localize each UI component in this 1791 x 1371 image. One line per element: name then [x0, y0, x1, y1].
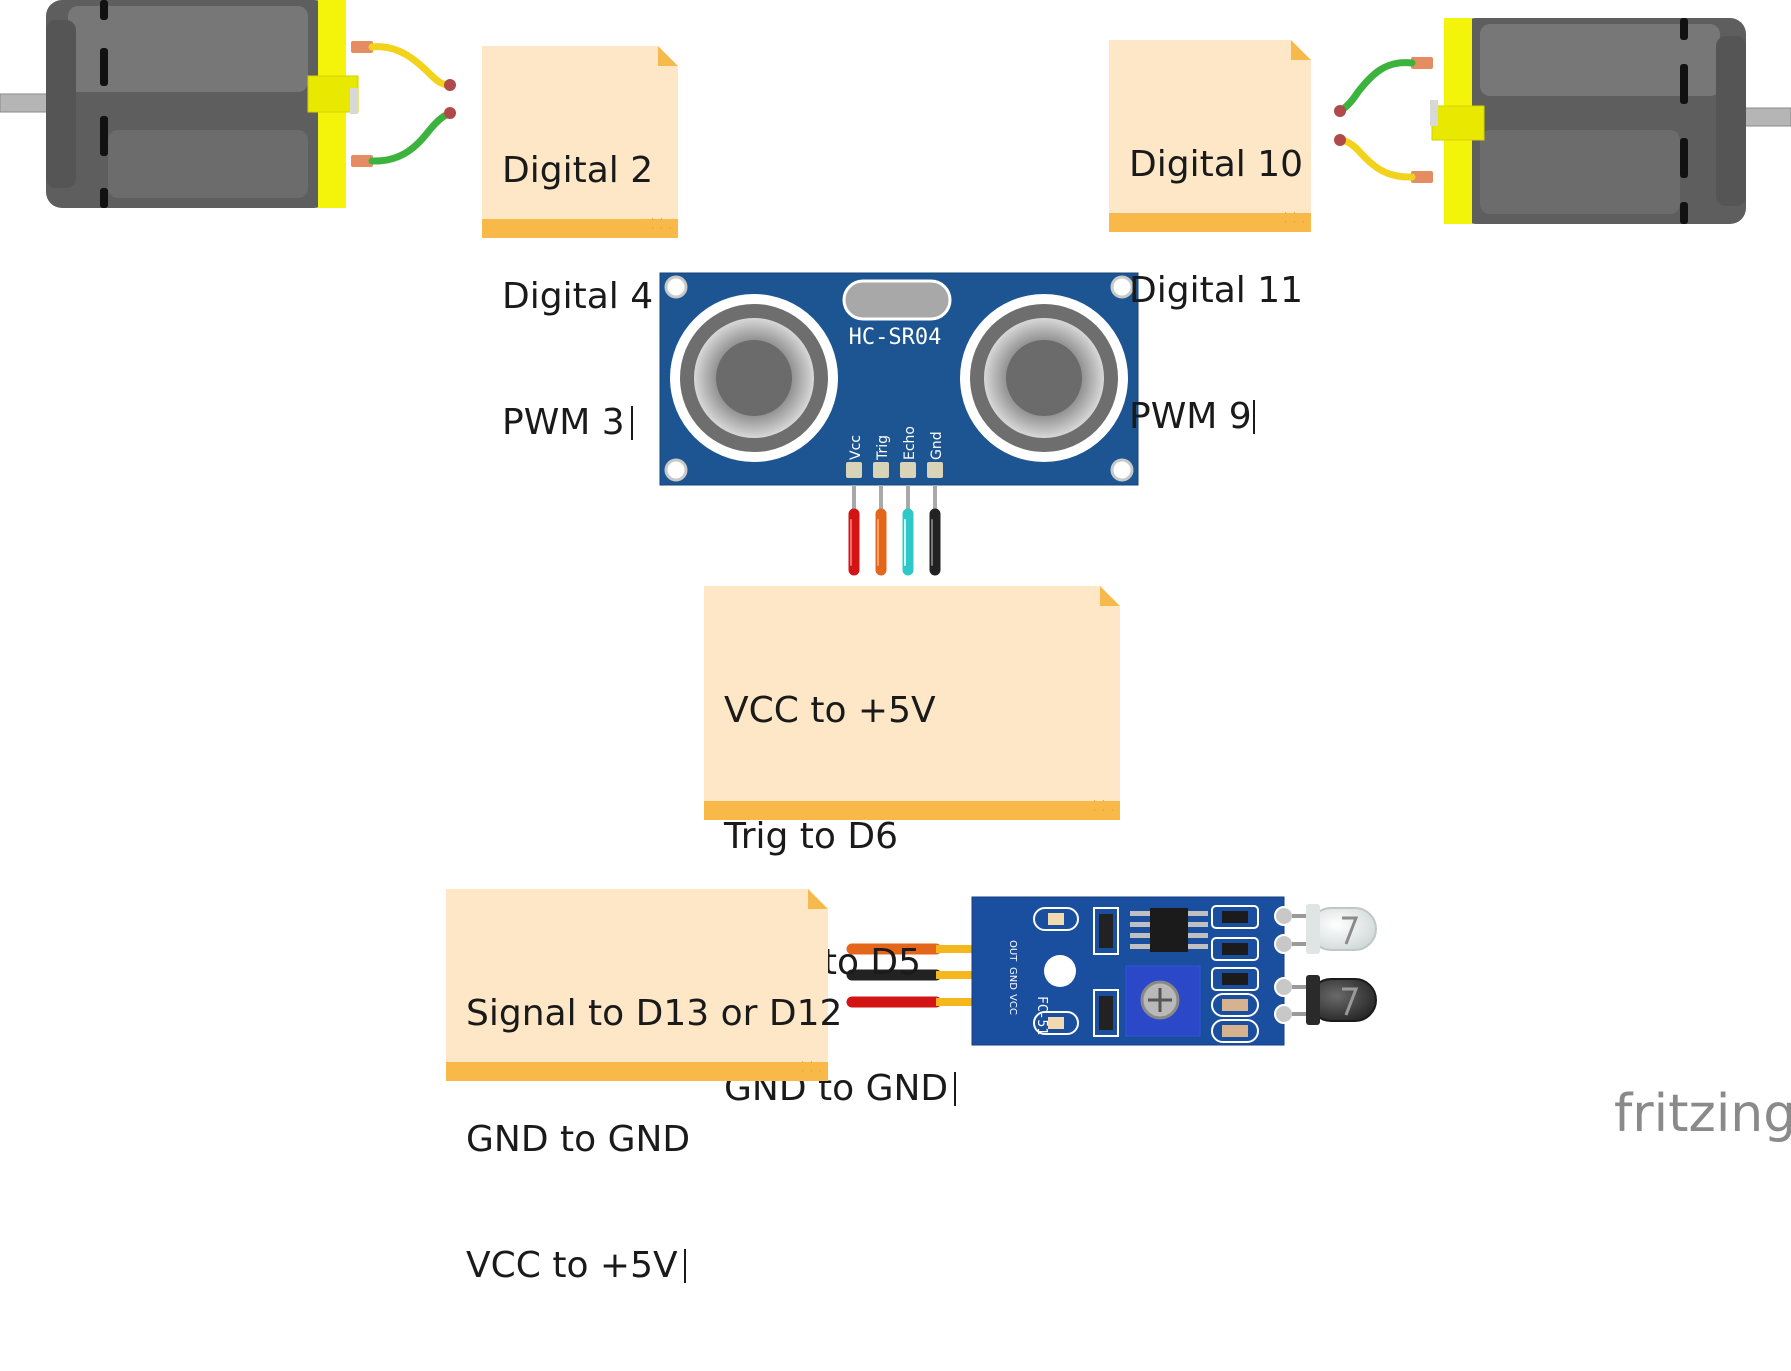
pin-label-echo: Echo [902, 426, 918, 460]
ultrasonic-model-label: HC-SR04 [849, 325, 942, 350]
wire-end-green [1334, 105, 1346, 117]
note-line: Trig to D6 [724, 816, 899, 857]
note-resize-grip[interactable]: · ·· · · [1282, 209, 1306, 228]
ir-pin-labels: OUT GND VCC [1007, 940, 1018, 1015]
note-line: Signal to D13 or D12 [466, 993, 843, 1034]
text-cursor [683, 1249, 686, 1283]
note-line: Digital 10 [1129, 144, 1304, 185]
text-cursor [630, 406, 633, 440]
note-resize-grip[interactable]: · ·· · · [1091, 797, 1115, 816]
motor-body-highlight [68, 6, 308, 92]
note-left-motor-pins: Digital 2 Digital 4 PWM 3 · ·· · · [482, 46, 678, 443]
motor-shaft [0, 93, 53, 113]
pin-label-gnd: Gnd [929, 431, 945, 460]
motor-cap-bearing [307, 75, 359, 113]
note-line-last: PWM 9 [1129, 396, 1303, 438]
note-fold-corner [1100, 586, 1120, 606]
note-line-last: VCC to +5V [466, 1245, 842, 1287]
note-resize-grip[interactable]: · ·· · · [799, 1058, 823, 1077]
motor-vent-marks [100, 0, 108, 208]
note-line: Digital 11 [1129, 270, 1304, 311]
green-wire [1334, 59, 1416, 115]
transducer-right [960, 294, 1128, 462]
ir-smd-components-right [1211, 905, 1259, 1043]
note-right-motor-pins: Digital 10 Digital 11 PWM 9 · ·· · · [1109, 40, 1311, 437]
note-line-text: PWM 9 [1129, 396, 1252, 437]
note-text: Digital 10 Digital 11 PWM 9 [1129, 60, 1303, 522]
note-footer-bar [446, 1062, 828, 1081]
note-line: Digital 2 [502, 150, 654, 191]
mounting-hole [664, 275, 688, 299]
ir-smd-resistors-left [1093, 907, 1119, 1037]
mounting-hole [1110, 458, 1134, 482]
motor-cap-bearing [1431, 105, 1485, 141]
mounting-hole [664, 458, 688, 482]
wire-end-yellow [1334, 134, 1346, 146]
yellow-wire [1334, 136, 1416, 181]
note-footer-bar [704, 801, 1120, 820]
ir-sensor-module: OUT GND VCC FC-51 [846, 896, 1377, 1046]
note-line: GND to GND [466, 1119, 691, 1160]
ir-comparator-chip [1130, 908, 1208, 952]
motor-cap-nub [350, 88, 358, 114]
left-dc-motor [0, 0, 456, 208]
motor-body-highlight-low [1480, 130, 1680, 214]
note-line: VCC to +5V [724, 690, 936, 731]
note-line-text: VCC to +5V [466, 1245, 678, 1286]
motor-end-bulge [1716, 36, 1746, 206]
ir-emitter-led [1292, 904, 1377, 954]
text-cursor [1252, 400, 1255, 434]
note-text: Signal to D13 or D12 GND to GND VCC to +… [466, 909, 842, 1371]
note-footer-bar [482, 219, 678, 238]
note-line-text: PWM 3 [502, 402, 625, 443]
note-text: Digital 2 Digital 4 PWM 3 [502, 66, 653, 528]
green-wire [368, 109, 456, 165]
ultrasonic-sensor-module: HC-SR04 Vcc Trig Echo Gnd [659, 272, 1139, 576]
ir-receiver-led [1292, 975, 1377, 1025]
pin-label-gnd: GND [1007, 967, 1018, 990]
motor-end-bulge [46, 20, 76, 188]
motor-vent-marks [1680, 18, 1688, 224]
note-line: Digital 4 [502, 276, 654, 317]
ir-indicator-leds [1033, 907, 1079, 1035]
ultrasonic-pin-legs [852, 485, 937, 514]
pin-label-trig: Trig [875, 435, 891, 461]
text-cursor [954, 1072, 957, 1106]
ir-model-label: FC-51 [1034, 996, 1049, 1035]
ultrasonic-pin-pads [846, 462, 943, 478]
note-ultrasonic-wiring: VCC to +5V Trig to D6 Echo to D5 GND to … [704, 586, 1120, 1109]
motor-cap-nub [1430, 100, 1438, 126]
mounting-hole [1044, 955, 1076, 987]
note-fold-corner [808, 889, 828, 909]
ultrasonic-jumper-wires [848, 508, 941, 576]
ir-potentiometer [1125, 965, 1201, 1037]
crystal-oscillator [842, 279, 952, 321]
ultrasonic-pin-labels: Vcc Trig Echo Gnd [848, 426, 945, 461]
breadboard-diagram: HC-SR04 Vcc Trig Echo Gnd [0, 0, 1791, 1046]
motor-body-highlight [1480, 24, 1720, 96]
yellow-wire [368, 43, 456, 89]
mounting-hole [1110, 275, 1134, 299]
note-fold-corner [1291, 40, 1311, 60]
wire-end-yellow [444, 79, 456, 91]
fritzing-logo: fritzing [1614, 1084, 1791, 1144]
note-fold-corner [658, 46, 678, 66]
pin-label-vcc: VCC [1007, 994, 1018, 1015]
pin-label-out: OUT [1007, 940, 1018, 962]
ir-jumper-wires [846, 943, 942, 1008]
motor-body-highlight-low [108, 130, 308, 198]
wire-end-green [444, 107, 456, 119]
right-dc-motor [1334, 18, 1791, 224]
note-resize-grip[interactable]: · ·· · · [649, 215, 673, 234]
note-ir-sensor-wiring: Signal to D13 or D12 GND to GND VCC to +… [446, 889, 842, 1286]
pin-label-vcc: Vcc [848, 435, 864, 460]
note-line-last: PWM 3 [502, 402, 653, 444]
note-footer-bar [1109, 213, 1311, 232]
transducer-left [670, 294, 838, 462]
